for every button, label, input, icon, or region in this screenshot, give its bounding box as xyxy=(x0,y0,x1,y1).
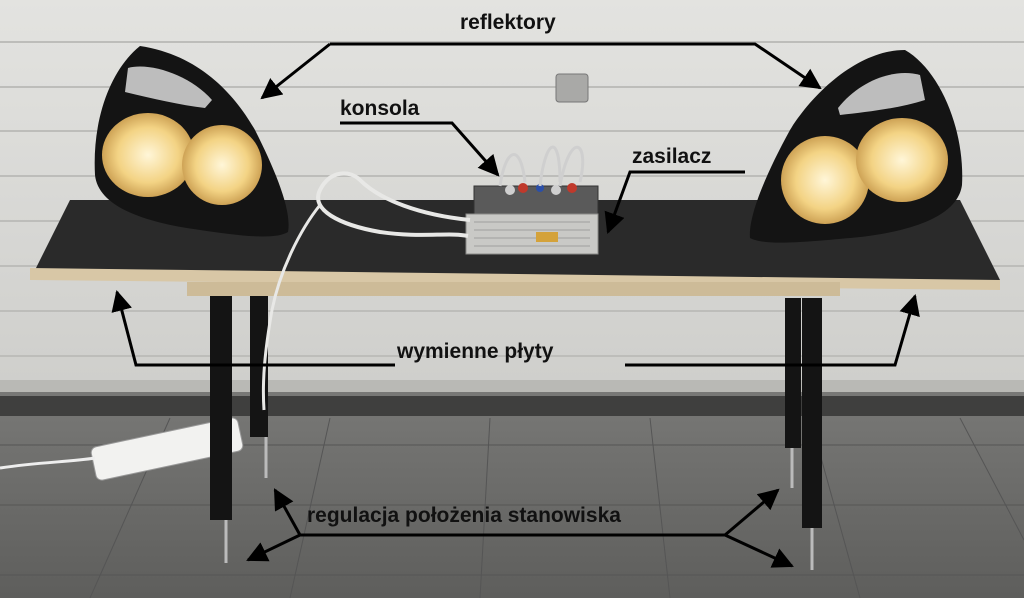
cable-bundle xyxy=(316,171,471,238)
console-box xyxy=(473,185,599,217)
right-headlamp xyxy=(749,50,963,243)
arrow-regulacja-3 xyxy=(724,488,780,537)
console-knobs xyxy=(505,183,577,195)
label-reflektory: reflektory xyxy=(460,11,556,34)
power-supply-sticker xyxy=(536,232,558,242)
cable-down xyxy=(261,204,322,411)
arrow-regulacja-2 xyxy=(246,533,301,562)
power-strip xyxy=(90,417,244,481)
label-zasilacz: zasilacz xyxy=(632,145,712,168)
annotation-arrows xyxy=(111,42,920,568)
wall-hinge xyxy=(555,73,589,103)
arrow-regulacja-1 xyxy=(273,488,302,536)
arrow-reflektory-right xyxy=(330,42,822,90)
arrow-zasilacz xyxy=(604,170,745,234)
drain-grate xyxy=(0,396,1024,416)
arrow-konsola xyxy=(340,121,500,177)
arrow-regulacja-4 xyxy=(724,533,794,568)
arrow-plyty-left xyxy=(111,289,395,367)
floor xyxy=(0,380,1024,598)
board-edge-lower xyxy=(187,282,840,296)
power-supply-vents xyxy=(474,221,590,247)
arrow-reflektory-left xyxy=(260,42,331,100)
label-regulacja: regulacja położenia stanowiska xyxy=(307,504,621,527)
left-headlamp xyxy=(94,46,289,237)
power-supply xyxy=(465,213,599,255)
label-wymienne-plyty: wymienne płyty xyxy=(397,340,554,363)
table-legs xyxy=(210,292,822,570)
console-wires xyxy=(498,145,585,187)
arrow-plyty-right xyxy=(625,293,920,367)
floor-trim xyxy=(0,380,1024,392)
power-cord xyxy=(0,456,96,470)
label-konsola: konsola xyxy=(340,97,420,120)
